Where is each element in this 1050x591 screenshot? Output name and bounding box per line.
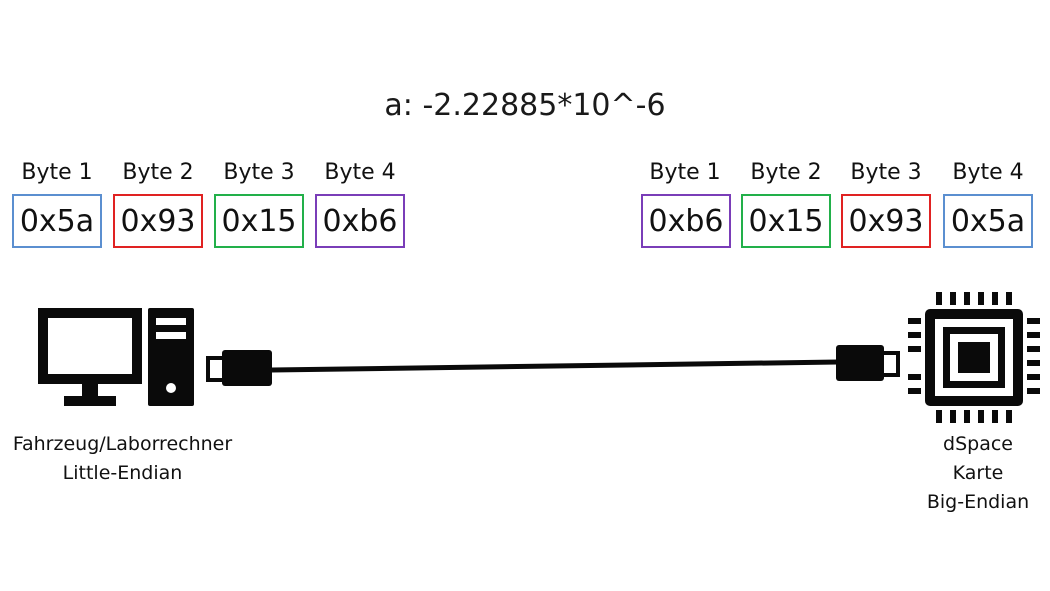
right-caption-line-2: Karte <box>952 462 1004 484</box>
left-byte-3-box: 0x15 <box>214 194 304 248</box>
right-device-caption: dSpace Karte Big-Endian <box>910 430 1046 517</box>
right-byte-3-label: Byte 3 <box>850 160 922 185</box>
left-byte-1-label: Byte 1 <box>21 160 93 185</box>
right-cable-plug-icon <box>836 345 900 381</box>
right-byte-3-box: 0x93 <box>841 194 931 248</box>
left-byte-4-label: Byte 4 <box>324 160 396 185</box>
left-byte-2-box: 0x93 <box>113 194 203 248</box>
left-caption-line-1: Fahrzeug/Laborrechner <box>12 433 233 455</box>
right-byte-1-label: Byte 1 <box>649 160 721 185</box>
right-byte-2-label: Byte 2 <box>750 160 822 185</box>
left-byte-2-label: Byte 2 <box>122 160 194 185</box>
desktop-computer-icon <box>38 308 194 406</box>
left-byte-1-box: 0x5a <box>12 194 102 248</box>
right-byte-1-box: 0xb6 <box>641 194 731 248</box>
left-byte-4-box: 0xb6 <box>315 194 405 248</box>
right-byte-2-box: 0x15 <box>741 194 831 248</box>
right-byte-4-box: 0x5a <box>943 194 1033 248</box>
left-byte-3-label: Byte 3 <box>223 160 295 185</box>
left-device-caption: Fahrzeug/Laborrechner Little-Endian <box>0 430 245 488</box>
value-title: a: -2.22885*10^-6 <box>384 88 666 123</box>
right-caption-line-3: Big-Endian <box>926 491 1030 513</box>
right-byte-4-label: Byte 4 <box>952 160 1024 185</box>
left-caption-line-2: Little-Endian <box>62 462 183 484</box>
cable-line <box>271 359 839 373</box>
microchip-icon <box>908 292 1040 423</box>
right-caption-line-1: dSpace <box>943 433 1013 455</box>
left-cable-plug-icon <box>206 350 272 386</box>
